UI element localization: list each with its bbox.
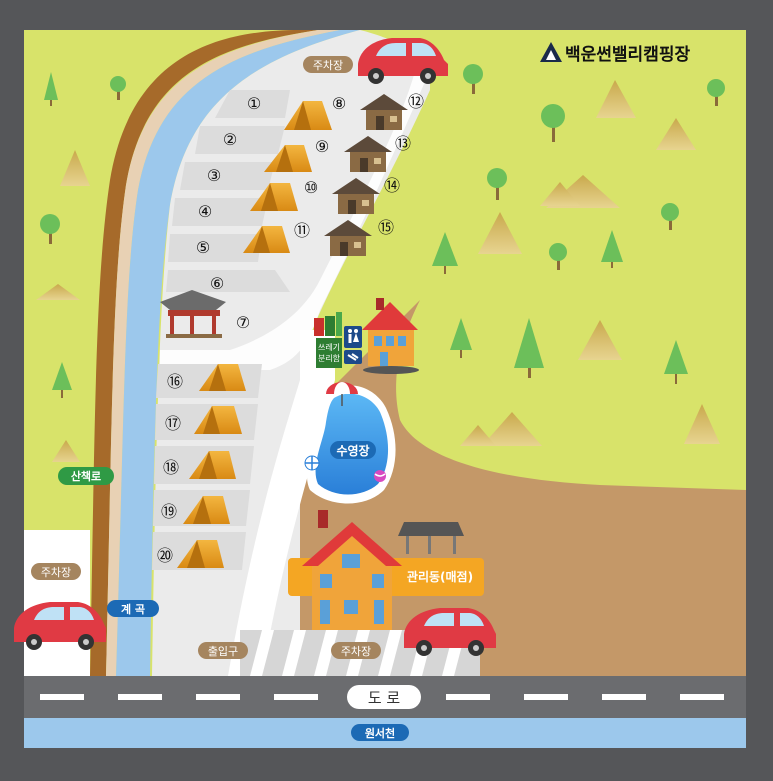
river-pill	[351, 724, 409, 741]
site-number-19: ⑲	[161, 502, 177, 521]
site-number-17: ⑰	[165, 414, 181, 433]
site-number-6: ⑥	[210, 274, 224, 293]
site-number-9: ⑨	[315, 137, 329, 156]
round-tree-icon	[707, 79, 725, 106]
tent-icon	[194, 406, 242, 434]
pool-label: 수영장	[336, 443, 369, 458]
tent-icon	[183, 496, 230, 524]
site-number-1: ①	[247, 94, 261, 113]
entrance-label: 출입구	[208, 645, 238, 658]
trash-label-line2: 분리함	[318, 354, 341, 363]
parking-bottom-label: 주차장	[341, 645, 371, 658]
round-tree-icon	[541, 104, 565, 142]
tent-icon	[189, 451, 236, 479]
site-numbers: ① ② ③ ④ ⑤ ⑥ ⑦ ⑧ ⑨ ⑩ ⑪ ⑫ ⑬ ⑭ ⑮ ⑯ ⑰ ⑱ ⑲ ⑳	[157, 92, 424, 565]
site-number-16: ⑯	[167, 372, 183, 391]
site-rows-upper	[166, 90, 290, 292]
tent-icon	[264, 145, 312, 172]
pine-tree-icon	[44, 72, 58, 106]
site-number-18: ⑱	[163, 458, 179, 477]
site-number-15: ⑮	[378, 218, 394, 237]
round-tree-icon	[40, 214, 60, 244]
round-tree-icon	[549, 243, 567, 270]
car-icon-bottom	[404, 608, 496, 656]
site-number-3: ③	[207, 166, 221, 185]
pool-label-bg	[330, 441, 376, 459]
site-number-4: ④	[198, 202, 212, 221]
site-number-20: ⑳	[157, 546, 173, 565]
pine-tree-icon	[60, 150, 90, 186]
road-pill	[347, 685, 421, 709]
tent-icon	[199, 364, 246, 391]
car-icon-top	[358, 38, 448, 84]
parking-left-pill	[31, 563, 81, 580]
round-tree-icon	[661, 203, 679, 230]
site-number-11: ⑪	[294, 221, 310, 240]
river-label: 원서천	[365, 726, 395, 740]
hills	[36, 80, 720, 462]
restroom-icon	[344, 326, 362, 364]
stream-pill	[107, 600, 159, 617]
site-number-12: ⑫	[408, 92, 424, 111]
stream-label: 계 곡	[121, 602, 145, 616]
cabin-icon	[344, 136, 392, 172]
pine-tree-icon	[432, 232, 458, 274]
car-icon-left	[14, 602, 106, 650]
pine-tree-icon	[664, 340, 688, 384]
round-tree-icon	[110, 76, 126, 100]
trail-pill	[58, 467, 114, 485]
site-number-5: ⑤	[196, 238, 210, 257]
parking-bottom-pill	[331, 642, 381, 659]
trail-label: 산책로	[71, 469, 101, 483]
cabin-icon	[360, 94, 408, 130]
entrance-path	[228, 330, 335, 676]
tent-icon	[250, 183, 298, 211]
pine-tree-icon	[450, 318, 472, 358]
round-tree-icon	[487, 168, 507, 200]
page-title: 백운썬밸리캠핑장	[565, 45, 690, 65]
tent-icon	[243, 226, 290, 253]
umbrella-icon	[326, 382, 358, 406]
office-label: 관리동(매점)	[407, 569, 473, 584]
road-lane-markings	[40, 694, 724, 700]
beach-ball-icon	[304, 455, 320, 471]
site-number-14: ⑭	[384, 176, 400, 195]
logo-icon	[540, 42, 562, 62]
restroom-building	[362, 298, 419, 374]
round-tree-icon	[463, 64, 483, 94]
pine-tree-icon	[514, 318, 544, 378]
ball-icon	[374, 470, 386, 482]
site-number-2: ②	[223, 130, 237, 149]
road-label: 도 로	[368, 689, 401, 707]
pine-tree-icon	[601, 230, 623, 268]
recycle-bins-icon	[314, 312, 342, 368]
pavilion-icon	[160, 290, 226, 338]
tent-icon	[177, 540, 224, 568]
tent-icon	[284, 101, 332, 130]
trash-label-line1: 쓰레기	[318, 343, 340, 352]
tent-icons	[177, 101, 332, 568]
entrance-pill	[198, 642, 248, 659]
site-number-10: ⑩	[304, 178, 318, 197]
cabin-icons	[324, 94, 408, 256]
trees	[40, 64, 725, 398]
parking-top-pill	[303, 56, 353, 73]
site-number-8: ⑧	[332, 94, 346, 113]
site-number-7: ⑦	[236, 313, 250, 332]
parking-left-label: 주차장	[41, 566, 71, 579]
canopy-icon	[398, 522, 464, 554]
pine-tree-icon	[52, 362, 72, 398]
site-number-13: ⑬	[395, 134, 411, 153]
cabin-icon	[324, 220, 372, 256]
cabin-icon	[332, 178, 380, 214]
office-building	[288, 510, 484, 630]
parking-top-label: 주차장	[313, 59, 343, 72]
